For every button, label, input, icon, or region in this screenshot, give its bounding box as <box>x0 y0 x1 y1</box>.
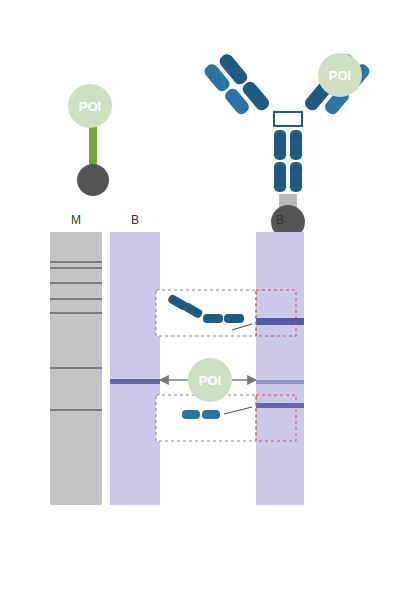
heavy-chain <box>167 294 244 323</box>
protein-label: POI <box>199 373 221 388</box>
protein-circle: POI <box>188 358 232 402</box>
lane-label: B <box>256 213 304 227</box>
leader-line <box>224 407 252 414</box>
marker-lane <box>50 232 102 505</box>
bead <box>77 164 109 196</box>
antibody <box>202 50 372 192</box>
linker <box>89 124 97 166</box>
gel-lane: M <box>50 232 102 505</box>
lane-label: B <box>110 213 160 227</box>
gel-band <box>256 318 304 325</box>
light-chain <box>182 410 220 419</box>
leader-line <box>232 324 252 330</box>
highlight-box <box>256 290 296 336</box>
gel-band <box>256 380 304 384</box>
gel-lane: B <box>110 232 160 505</box>
lane-label: M <box>50 213 102 227</box>
gel-lane <box>110 232 160 505</box>
protein-circle: POI <box>318 53 362 97</box>
gel-lane <box>256 232 304 505</box>
marker-bands <box>50 262 102 410</box>
protein-circle: POI <box>68 84 112 128</box>
callout-box <box>156 395 256 441</box>
connector-arrow <box>232 379 256 380</box>
gel-band <box>256 403 304 408</box>
callout-box <box>156 290 256 336</box>
gel-lane: B <box>256 232 304 505</box>
gel-band <box>110 379 160 384</box>
protein-label: POI <box>329 68 351 83</box>
protein-label: POI <box>79 99 101 114</box>
highlight-box <box>256 395 296 441</box>
connector-arrow <box>160 379 188 380</box>
